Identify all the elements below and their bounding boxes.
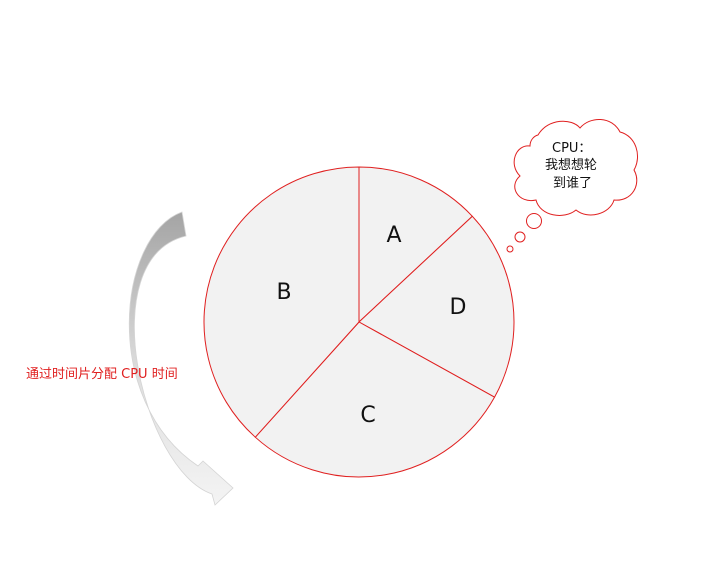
thought-line-1: CPU： (552, 141, 591, 156)
slice-label-b: B (276, 280, 291, 305)
thought-line-3: 到谁了 (553, 176, 592, 191)
rotation-arrow (128, 211, 234, 506)
pie-chart (203, 166, 515, 478)
pie-slice-d (358, 215, 515, 398)
pie-slice-a (358, 166, 473, 323)
slice-label-c: C (360, 403, 375, 428)
thought-cloud (513, 119, 638, 216)
slice-label-a: A (386, 223, 401, 248)
time-slice-caption: 通过时间片分配 CPU 时间 (26, 367, 178, 382)
thought-dot-medium (514, 231, 526, 243)
pie-slice-c (254, 321, 496, 478)
pie-slice-b (203, 166, 360, 438)
thought-dot-small (506, 245, 514, 253)
thought-dot-large (526, 213, 542, 229)
thought-line-2: 我想想轮 (545, 157, 597, 173)
slice-label-d: D (450, 295, 467, 320)
